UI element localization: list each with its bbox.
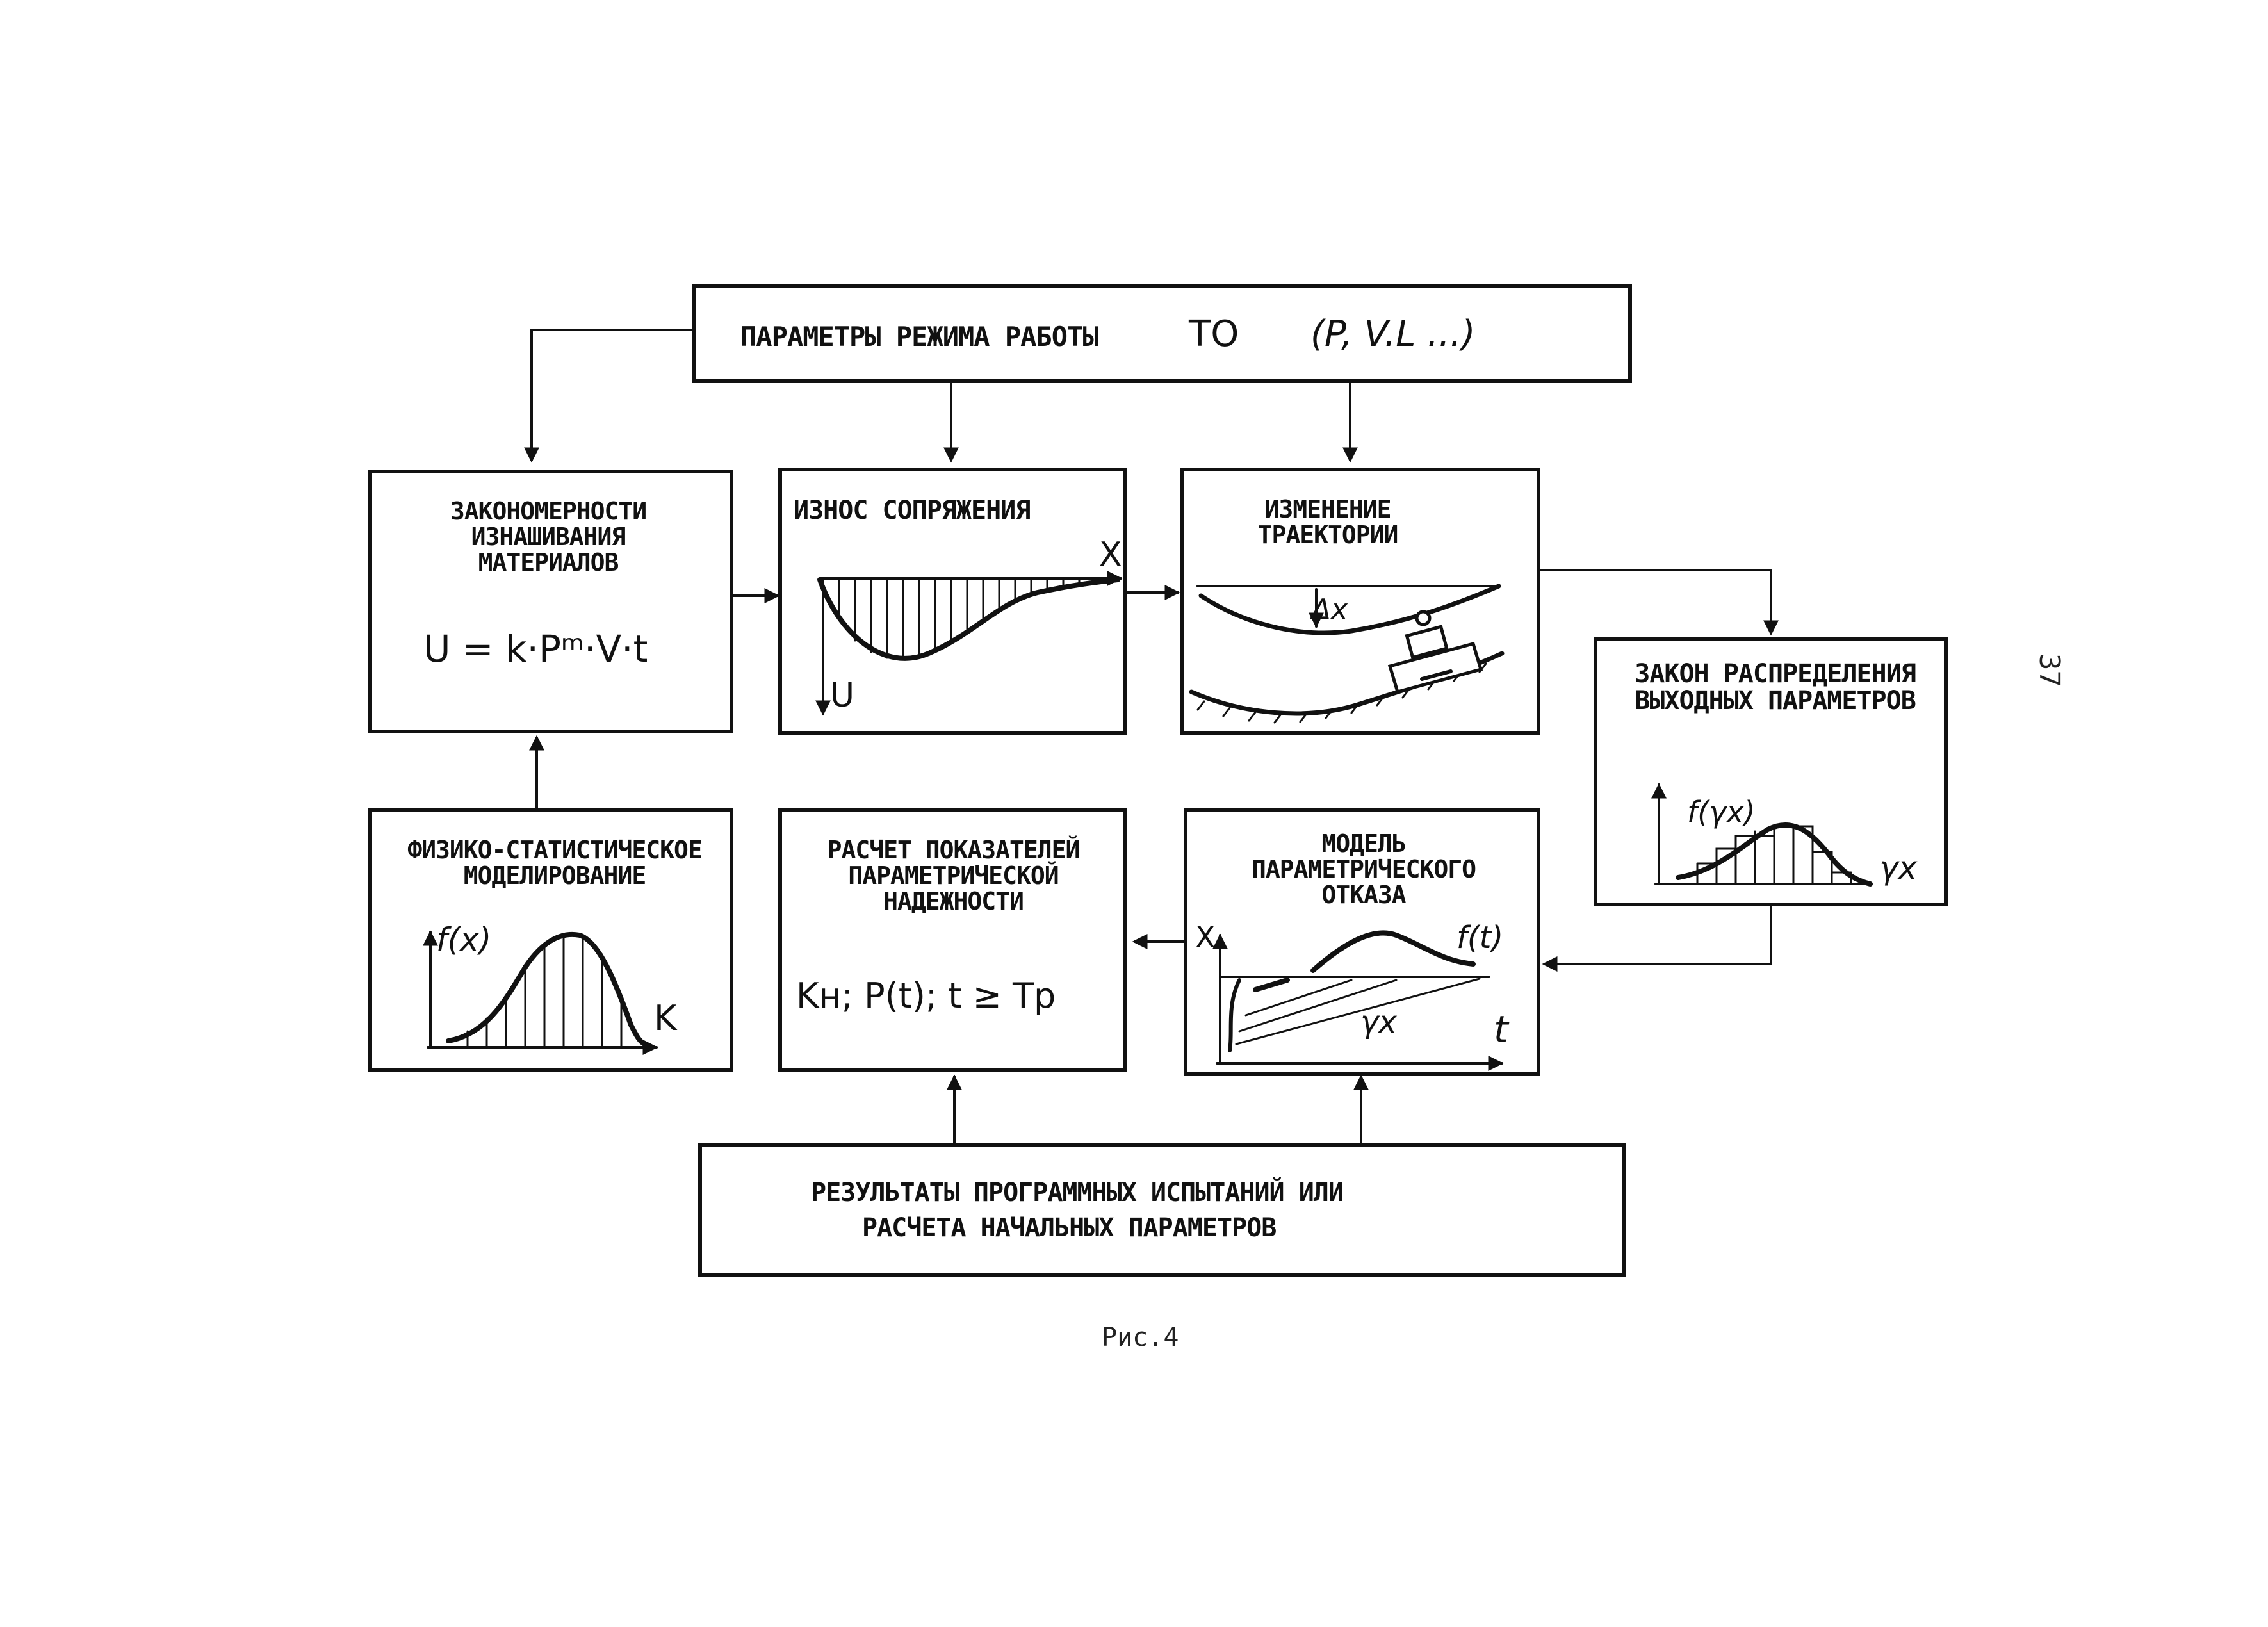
reliability-title: РАСЧЕТ ПОКАЗАТЕЛЕЙ ПАРАМЕТРИЧЕСКОЙ НАДЕЖ… bbox=[827, 836, 1081, 915]
wear-title: ИЗНОС СОПРЯЖЕНИЯ bbox=[794, 496, 1031, 525]
arrow-distribution-to-failure bbox=[1542, 906, 1772, 972]
machine-icon bbox=[1387, 610, 1483, 694]
trajectory-box: ИЗМЕНЕНИЕ ТРАЕКТОРИИ Δx bbox=[1180, 468, 1540, 735]
trajectory-sketch bbox=[1189, 584, 1505, 724]
header-title: ПАРАМЕТРЫ РЕЖИМА РАБОТЫ bbox=[740, 321, 1099, 352]
materials-title: ЗАКОНОМЕРНОСТИ ИЗНАШИВАНИЯ МАТЕРИАЛОВ bbox=[450, 497, 647, 576]
failure-curve-label: f(t) bbox=[1456, 920, 1504, 956]
failure-title: МОДЕЛЬ ПАРАМЕТРИЧЕСКОГО ОТКАЗА bbox=[1251, 830, 1476, 909]
materials-formula: U = k·Pᵐ·V·t bbox=[423, 627, 648, 671]
arrow-trajectory-to-distribution bbox=[1540, 569, 1779, 636]
reliability-box: РАСЧЕТ ПОКАЗАТЕЛЕЙ ПАРАМЕТРИЧЕСКОЙ НАДЕЖ… bbox=[778, 808, 1127, 1072]
header-box: ПАРАМЕТРЫ РЕЖИМА РАБОТЫ ТО (P, V.L ...) bbox=[692, 284, 1632, 383]
failure-box: МОДЕЛЬ ПАРАМЕТРИЧЕСКОГО ОТКАЗА X f(t) γx… bbox=[1184, 808, 1540, 1076]
distribution-box: ЗАКОН РАСПРЕДЕЛЕНИЯ ВЫХОДНЫХ ПАРАМЕТРОВ … bbox=[1594, 637, 1948, 906]
physstat-bell-plot bbox=[423, 930, 658, 1055]
wear-x-axis-label: X bbox=[1099, 536, 1122, 574]
physstat-title: ФИЗИКО-СТАТИСТИЧЕСКОЕ МОДЕЛИРОВАНИЕ bbox=[407, 836, 702, 890]
results-box: РЕЗУЛЬТАТЫ ПРОГРАММНЫХ ИСПЫТАНИЙ ИЛИ РАС… bbox=[698, 1143, 1626, 1277]
wear-box: ИЗНОС СОПРЯЖЕНИЯ X U bbox=[778, 468, 1127, 735]
distribution-x-axis-label: γx bbox=[1879, 849, 1918, 887]
failure-x-axis-label: t bbox=[1494, 1008, 1508, 1051]
header-params: (P, V.L ...) bbox=[1310, 313, 1476, 355]
page-number: 37 bbox=[2033, 653, 2066, 687]
reliability-formula: Kн; P(t); t ≥ Tр bbox=[796, 976, 1056, 1016]
figure-caption: Рис.4 bbox=[1102, 1323, 1179, 1352]
header-object: ТО bbox=[1189, 313, 1239, 355]
physstat-y-axis-label: f(x) bbox=[436, 921, 492, 958]
distribution-title: ЗАКОН РАСПРЕДЕЛЕНИЯ ВЫХОДНЫХ ПАРАМЕТРОВ bbox=[1635, 659, 1916, 715]
materials-box: ЗАКОНОМЕРНОСТИ ИЗНАШИВАНИЯ МАТЕРИАЛОВ U … bbox=[368, 470, 733, 733]
distribution-y-axis-label: f(γx) bbox=[1687, 795, 1756, 830]
arrow-header-to-materials bbox=[524, 329, 692, 463]
results-line2: РАСЧЕТА НАЧАЛЬНЫХ ПАРАМЕТРОВ bbox=[862, 1213, 1277, 1243]
wear-curve-plot bbox=[815, 571, 1123, 716]
trajectory-title: ИЗМЕНЕНИЕ ТРАЕКТОРИИ bbox=[1257, 495, 1399, 549]
results-line1: РЕЗУЛЬТАТЫ ПРОГРАММНЫХ ИСПЫТАНИЙ ИЛИ bbox=[811, 1178, 1344, 1207]
failure-model-plot bbox=[1212, 930, 1504, 1071]
distribution-histogram bbox=[1651, 783, 1873, 887]
failure-y-axis-label: X bbox=[1195, 920, 1216, 954]
wear-y-axis-label: U bbox=[830, 676, 855, 715]
physstat-x-axis-label: K bbox=[654, 998, 677, 1038]
failure-rate-label: γx bbox=[1360, 1004, 1397, 1040]
